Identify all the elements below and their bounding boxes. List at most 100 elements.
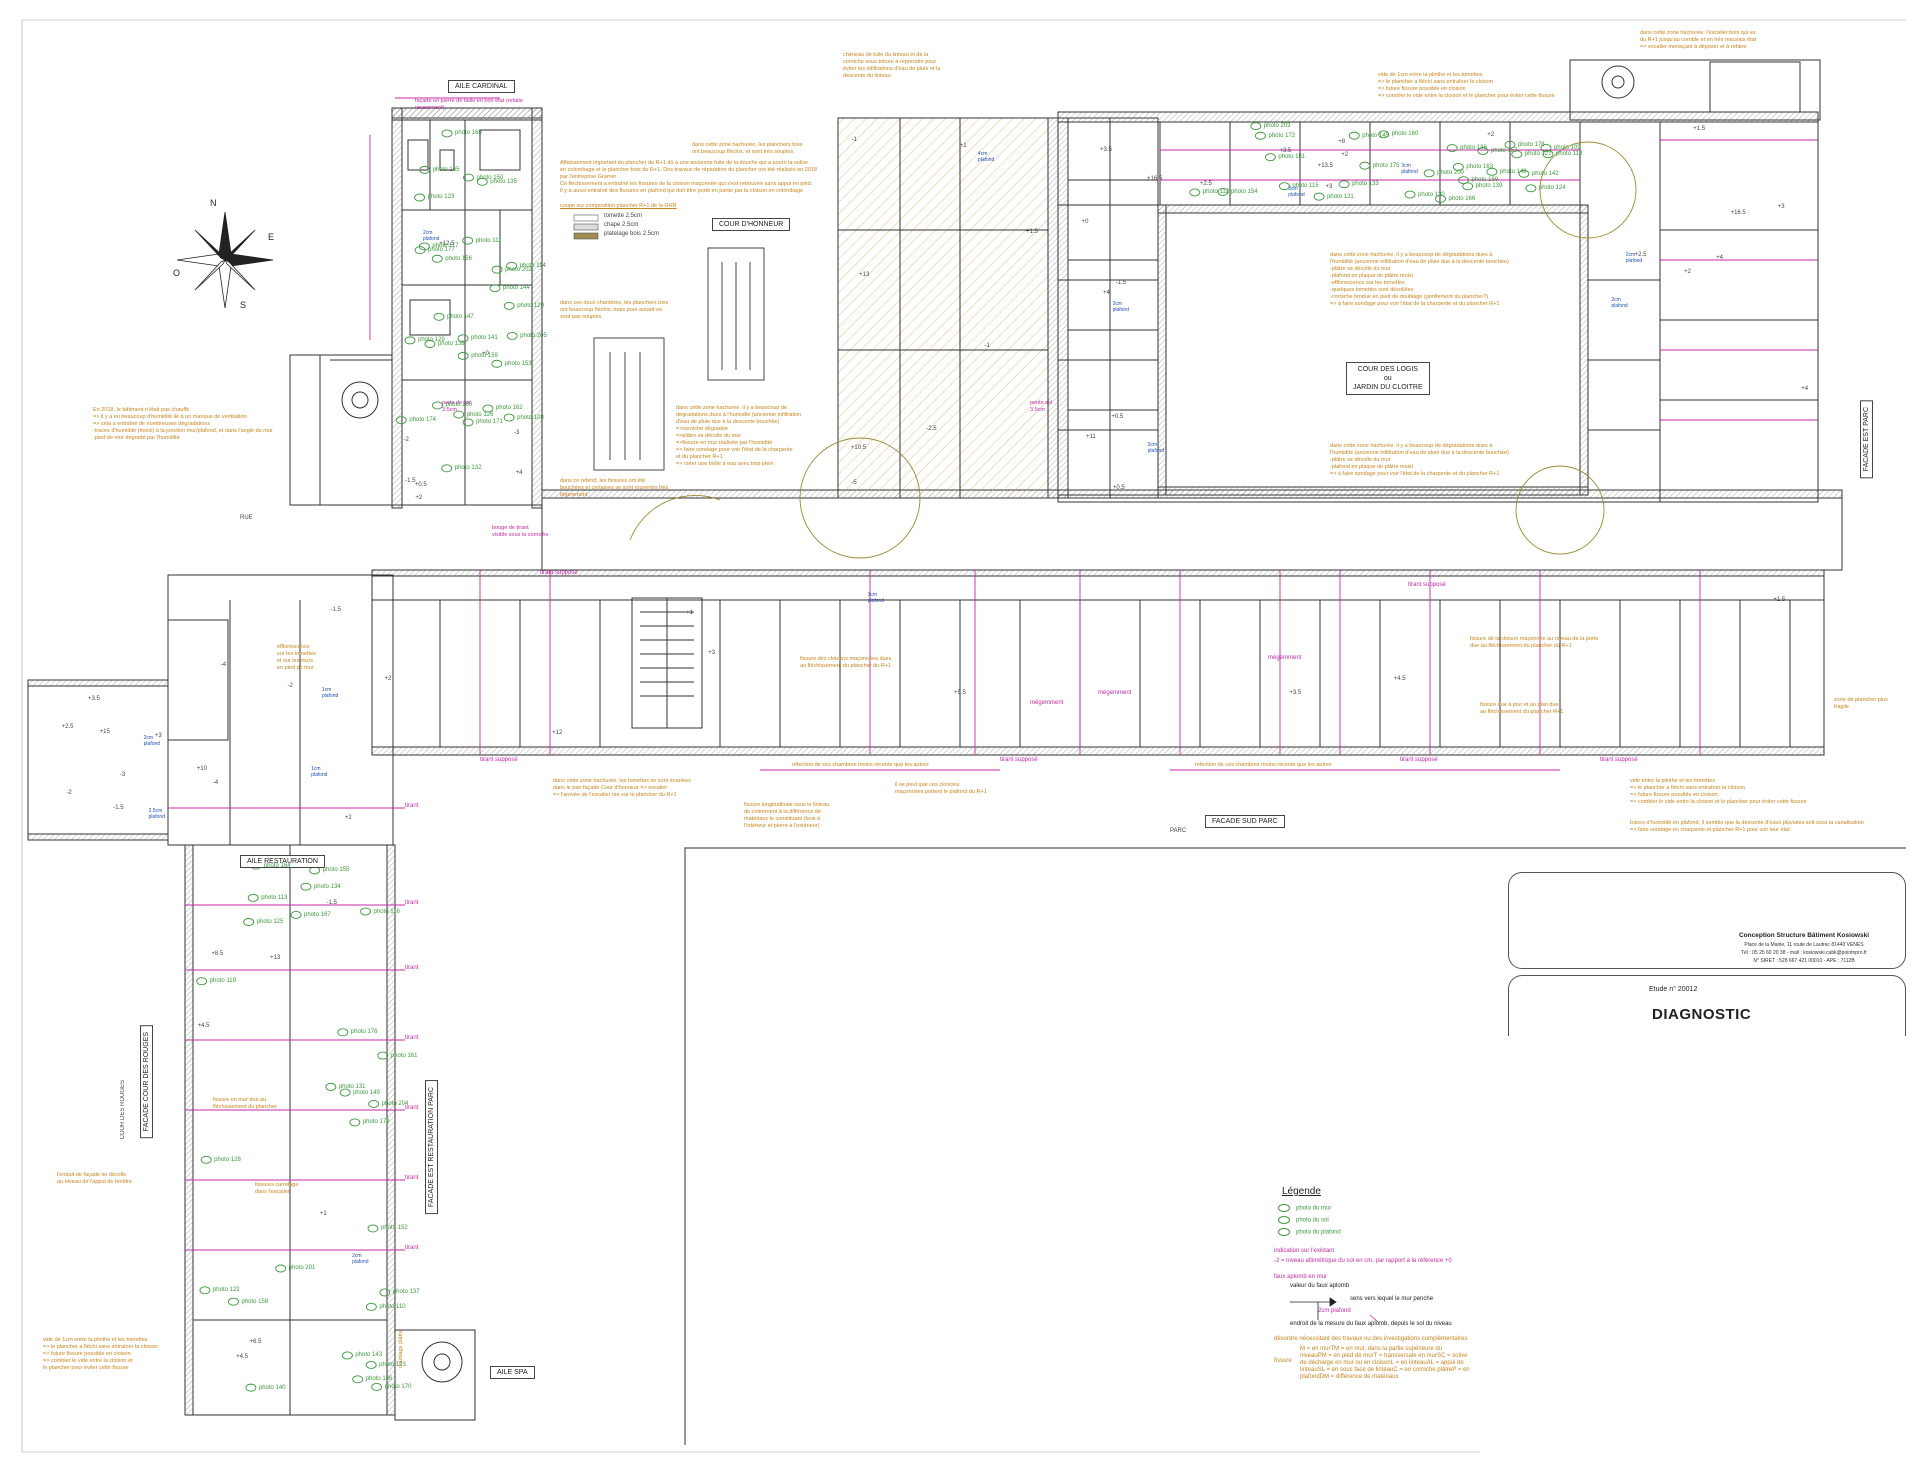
note-line: vide entre la plinthe et les tomettes <box>1630 778 1715 784</box>
photo-tag: photo 142 <box>1531 170 1559 177</box>
note-line: => future fissure possible en cloison <box>43 1351 131 1357</box>
photo-tag: photo 122 <box>212 1287 240 1294</box>
level-mark: +1.5 <box>1026 228 1038 235</box>
legend-sens-penche: sens vers lequel le mur penche <box>1350 1296 1434 1302</box>
photo-tag: photo 163 <box>1466 163 1494 170</box>
note-line: L = en linteau <box>1390 1360 1427 1366</box>
photo-marker-icon <box>503 413 515 422</box>
photo-marker-icon <box>341 1351 353 1360</box>
rue-label: RUE <box>240 515 253 521</box>
note-refection-2: réfection de ces chambres moins récente … <box>1195 762 1332 768</box>
note-line: bouchées et certaines se sont rouvertes … <box>560 485 669 491</box>
cour-logis-line-3: JARDIN DU CLOITRE <box>1353 384 1423 391</box>
photo-tag: photo 150 <box>476 174 504 181</box>
tirant-label-6: tirant <box>405 1245 419 1251</box>
photo-marker-icon <box>1264 153 1276 162</box>
photo-marker-icon <box>1477 146 1489 155</box>
legend-photo-mur: photo du mur <box>1278 1204 1331 1212</box>
note-line: => future fissure possible en cloison <box>1630 792 1718 798</box>
level-mark: +13.5 <box>1317 162 1333 169</box>
photo-tag: photo 128 <box>214 1156 241 1163</box>
note-line: => faire sondage en charpente et planche… <box>1630 827 1790 833</box>
photo-marker-icon <box>1504 140 1516 149</box>
photo-tag: photo 205 <box>520 332 547 339</box>
photo-tag: photo 149 <box>353 1089 380 1096</box>
photo-marker-icon <box>424 340 436 348</box>
level-mark: -1.5 <box>1115 280 1127 287</box>
photo-tag: photo 129 <box>417 337 445 344</box>
tirant-label-1: tirant <box>405 900 419 906</box>
note-line: ont beaucoup fléchis, et sont très soupl… <box>692 149 794 155</box>
note-line: -efflorescence sur les tomettes <box>1330 280 1405 286</box>
note-line: perte de sol <box>442 400 471 406</box>
stratigraphy-swatches <box>573 214 599 240</box>
level-mark: +4.5 <box>236 1353 249 1360</box>
photo-marker-icon <box>476 177 488 186</box>
level-mark: +1.5 <box>1693 125 1706 132</box>
note-far-top-right: dans cette zone hachurée, l'escalier boi… <box>1640 30 1820 51</box>
photo-tag: photo 113 <box>261 894 288 901</box>
photo-tag: photo 136 <box>1460 145 1487 152</box>
level-mark: +0 <box>482 350 489 357</box>
note-line: 3.5cm <box>1030 407 1045 413</box>
level-mark: -2.5 <box>926 426 937 433</box>
level-mark: -1.5 <box>330 606 341 613</box>
level-mark: +3.5 <box>1100 146 1112 153</box>
photo-tag: photo 156 <box>445 255 472 262</box>
parc-label: PARC <box>1170 828 1187 834</box>
photo-marker-icon <box>489 284 501 293</box>
photo-marker-icon <box>1452 162 1464 171</box>
note-line: => le plancher a fléchi sans entraîner l… <box>1630 785 1745 791</box>
faux-aplomb-tag: 2cm plafond <box>1625 251 1643 264</box>
compass-south: S <box>240 300 247 310</box>
note-line: matériaux le constituant (bois à <box>744 816 821 822</box>
company-logo-box: Conception Structure Bâtiment Kosiowski … <box>1508 872 1906 969</box>
level-mark: -2 <box>403 437 409 444</box>
note-line: => il y a eu beaucoup d'humidité lié à u… <box>93 414 247 420</box>
note-line: -corniche fendue en pied de doublage (go… <box>1330 294 1489 300</box>
note-fissure-ch-1: fissure de la cloison maçonnée au niveau… <box>1470 636 1610 650</box>
legend-aplomb-tag: 2cm plafond <box>1318 1308 1351 1314</box>
company-contact: Tél : 05 25 60 20 38 - mail : kosiowski.… <box>1741 950 1867 956</box>
note-vide-top-right: vide de 1cm entre la plinthe et les tome… <box>1378 72 1578 100</box>
legend-fissures-label: fissure <box>1274 1358 1292 1364</box>
level-mark: +2 <box>1341 152 1349 159</box>
note-line: =>plâtre se décolle du mur <box>676 433 742 439</box>
photo-marker-icon <box>352 1375 364 1384</box>
note-hachures-top: dans cette zone hachurée, les planchers … <box>692 142 822 156</box>
note-line: et du plancher R+1 <box>676 454 723 460</box>
level-mark: +11 <box>1086 433 1096 440</box>
note-chambres: dans ces deux chambres, les planchers bo… <box>560 300 680 321</box>
note-line: en pied de mur <box>277 665 314 671</box>
photo-tag: photo 147 <box>447 313 474 320</box>
note-line: -plafond en plaque de plâtre moisi <box>1330 273 1413 279</box>
note-line: fissures carrelage <box>255 1182 299 1188</box>
note-line: dans cette zone hachurée, les tomettes s… <box>553 778 691 784</box>
study-title: DIAGNOSTIC <box>1652 1006 1752 1023</box>
photo-marker-icon <box>245 1383 257 1392</box>
photo-marker-icon <box>1313 192 1325 201</box>
photo-tag: photo 165 <box>432 166 460 173</box>
level-mark: +3 <box>154 733 162 740</box>
note-line: => cela a entraîné de nombreuses dégrada… <box>93 421 211 427</box>
photo-tag: photo 174 <box>409 417 437 424</box>
note-line: -plâtre se décolle du mur <box>1330 457 1391 463</box>
photo-tag: photo 202 <box>505 266 532 273</box>
faux-aplomb-tag: 2.5cm plafond <box>148 807 165 820</box>
legend-title: Légende <box>1282 1186 1321 1197</box>
level-mark: +3.5 <box>1289 689 1302 696</box>
photo-marker-icon <box>365 1302 377 1311</box>
faux-aplomb-tag: 3cm plafond <box>1401 162 1418 175</box>
faux-aplomb-tag: 4cm plafond <box>977 151 995 164</box>
note-line: légèrement <box>560 492 588 498</box>
note-line: ont beaucoup fléchis, mais pour autant n… <box>560 307 663 313</box>
south-rooms-walls <box>371 569 1825 756</box>
strat-row-2: chape 2.5cm <box>604 222 639 228</box>
legend-indication-text: -2 = niveau altimétrique du sol en cm, p… <box>1274 1258 1452 1264</box>
photo-marker-icon <box>1359 161 1371 170</box>
note-line: T = transversale en mur <box>1373 1353 1437 1359</box>
photo-marker-icon <box>482 404 494 413</box>
photo-tag: photo 201 <box>288 1265 316 1272</box>
